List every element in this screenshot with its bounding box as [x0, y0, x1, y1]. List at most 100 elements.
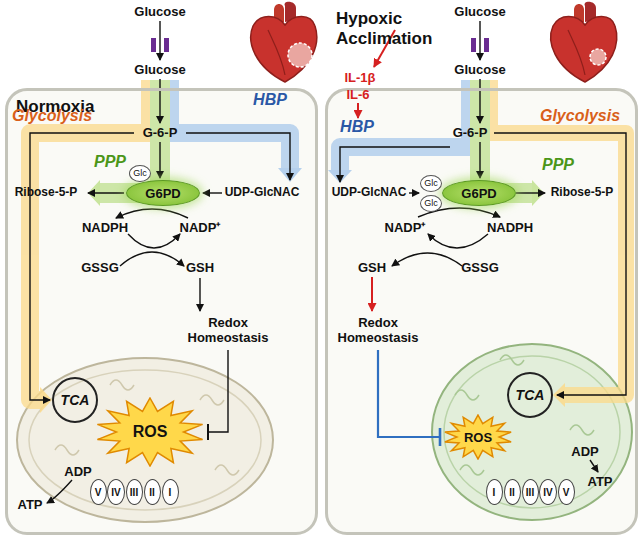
metabolite-label: NADP⁺	[385, 221, 426, 236]
glucose-transporter	[151, 38, 156, 52]
pathway-label: HBP	[340, 118, 374, 136]
flow-arrow	[479, 21, 480, 60]
drawing-part	[455, 390, 479, 400]
hbp-band	[340, 80, 470, 170]
glc-moiety: Glc	[420, 175, 442, 192]
complex-oval: V	[558, 479, 575, 505]
metabolite-label: G-6-P	[453, 126, 488, 141]
flow-arrow	[30, 133, 134, 400]
metabolite-label: GSH	[358, 261, 386, 276]
ros-star-shape	[97, 398, 202, 466]
inhibition-line	[378, 350, 439, 437]
glucose-transporter	[164, 38, 169, 52]
tca-cycle: TCA	[52, 377, 98, 423]
drawing-part	[251, 17, 317, 83]
drawing-part	[268, 30, 285, 75]
flow-arrow	[409, 192, 419, 193]
glycolysis-band	[490, 80, 626, 395]
drawing-part	[500, 355, 524, 365]
flow-arrow	[88, 192, 124, 193]
stimulus-arrow	[371, 277, 373, 311]
hbp-band	[170, 80, 290, 168]
complex-oval: II	[144, 479, 161, 505]
node-label: Glc	[424, 198, 438, 208]
node-label: G6PD	[145, 186, 180, 201]
mito-inner-membrane	[444, 356, 620, 508]
cytokine-label: IL-6	[346, 88, 369, 103]
ros-star-shape	[445, 415, 511, 459]
inhibition-bar	[439, 428, 442, 446]
node-label: ROS	[464, 430, 492, 445]
cycle-arrow	[128, 234, 180, 248]
drawing-part	[568, 30, 585, 75]
drawing-part	[40, 168, 565, 413]
metabolite-label: Glucose	[454, 63, 505, 78]
flow-arrow	[47, 480, 72, 503]
metabolite-label: UDP-GlcNAC	[225, 186, 300, 200]
flow-arrow	[159, 79, 160, 123]
node-label: G6PD	[461, 186, 496, 201]
complex-oval: IV	[107, 479, 125, 505]
pathway-label: Glycolysis	[12, 107, 92, 125]
process-label: Redox Homeostasis	[331, 316, 426, 346]
heart-illustration	[251, 2, 317, 82]
metabolite-label: NADP⁺	[180, 221, 221, 236]
pathway-label: HBP	[253, 91, 287, 109]
drawing-part	[378, 350, 440, 446]
stimulus-arrow	[357, 103, 359, 118]
drawing-part	[590, 49, 606, 65]
enzyme-ellipse: G6PD	[126, 180, 200, 206]
drawing-part	[551, 17, 617, 83]
mito-inner-membrane	[29, 370, 261, 510]
drawing-part	[460, 465, 484, 475]
metabolite-label: Ribose-5-P	[15, 186, 78, 200]
node-label: III	[130, 487, 138, 498]
ppp-band	[480, 80, 532, 193]
metabolite-label: GSSG	[461, 261, 499, 276]
drawing-part	[55, 445, 79, 455]
metabolite-label: GSSG	[81, 261, 119, 276]
metabolite-label: G-6-P	[143, 126, 178, 141]
enzyme-ellipse: G6PD	[442, 180, 516, 206]
complex-oval: II	[504, 479, 521, 505]
drawing-part	[30, 80, 626, 400]
flow-arrow	[159, 21, 160, 60]
complex-oval: I	[486, 479, 503, 505]
metabolite-label: ADP	[64, 465, 91, 480]
flow-arrow	[516, 192, 545, 193]
glc-moiety: Glc	[129, 165, 151, 182]
node-label: IV	[111, 487, 120, 498]
cell-panel: NormoxiaGlcG6PDTCAROSVIVIIIIII	[5, 88, 318, 535]
mitochondrion	[432, 344, 632, 520]
node-label: II	[509, 487, 515, 498]
node-label: TCA	[61, 392, 90, 408]
pathway-label: PPP	[94, 153, 126, 171]
metabolite-label: UDP-GlcNAC	[332, 186, 407, 200]
glc-moiety: Glc	[420, 195, 442, 212]
cycle-arrow	[116, 209, 188, 218]
glucose-transporter	[484, 38, 489, 52]
flow-arrow	[590, 460, 598, 472]
node-label: V	[563, 487, 570, 498]
glucose-transporter	[471, 38, 476, 52]
glycolysis-band	[30, 80, 150, 400]
cycle-arrow	[392, 253, 462, 266]
metabolite-label: NADPH	[82, 221, 128, 236]
node-label: Glc	[133, 168, 147, 178]
ros-burst: ROS	[95, 397, 205, 467]
metabolite-label: ATP	[587, 475, 612, 490]
pathway-label: Glycolysis	[540, 107, 620, 125]
metabolite-label: ADP	[571, 445, 598, 460]
complex-oval: III	[522, 479, 539, 505]
drawing-part	[215, 465, 239, 475]
cycle-arrow	[428, 234, 488, 248]
flow-arrow	[199, 278, 200, 311]
flow-arrow	[186, 133, 290, 180]
node-label: I	[169, 487, 172, 498]
flow-arrow	[479, 142, 480, 178]
process-label: Redox Homeostasis	[181, 316, 276, 346]
ros-burst: ROS	[443, 414, 513, 460]
node-label: Glc	[424, 178, 438, 188]
drawing-part	[200, 395, 224, 405]
flow-arrow	[479, 79, 480, 123]
